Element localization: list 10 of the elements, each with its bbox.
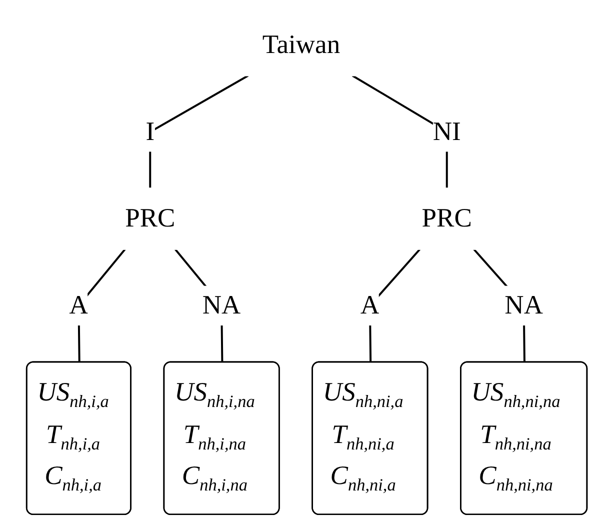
edge-label: I <box>145 117 154 147</box>
edge-label: NA <box>504 291 543 320</box>
edge-label: A <box>360 291 380 320</box>
game-tree-diagram: I NI A NA A NA Taiwan PRC PRC US$_{nh,i,a}$ T$_{nh,i,a}$ C$_{nh,i,a}$ US$_{nh,i,na}$ T$_{nh,i,na}$ C$_{nh,i,na}$ US$_{nh,ni,a}$ T$_{nh,ni,a}$ C$_{nh,ni,a}$ US$_{nh,ni,na}$ T$_{nh,ni,na}$ C$_{nh,ni,na}$ <box>16 4 598 525</box>
edge-label: NI <box>432 117 461 147</box>
edge-label: A <box>68 291 88 320</box>
node-text: Taiwan <box>262 30 340 60</box>
node-text: PRC <box>422 204 472 234</box>
node-text: PRC <box>124 204 175 234</box>
edge-label: NA <box>202 291 240 320</box>
